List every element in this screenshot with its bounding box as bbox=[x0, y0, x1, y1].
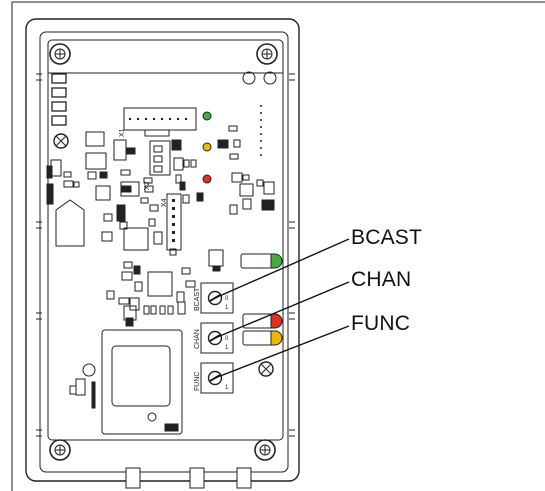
leader-line-chan bbox=[214, 281, 350, 339]
mounting-screw-icon bbox=[254, 439, 276, 461]
connector-x4 bbox=[166, 193, 182, 251]
silkscreen-x2: X2 bbox=[144, 181, 151, 190]
connector-x2 bbox=[149, 140, 171, 176]
indicator-led-yellow bbox=[242, 330, 283, 346]
indicator-led-green bbox=[240, 253, 283, 269]
silkscreen-x1: X1 bbox=[119, 128, 126, 137]
silkscreen-func: FUNC bbox=[194, 372, 201, 391]
switch-position-0: 0 bbox=[225, 336, 229, 342]
callout-label-bcast: BCAST bbox=[351, 226, 423, 249]
image-frame bbox=[11, 1, 545, 491]
mounting-screw-icon bbox=[49, 43, 71, 65]
relay-component bbox=[55, 199, 85, 247]
mounting-screw-icon bbox=[258, 361, 274, 377]
switch-position-0: 0 bbox=[225, 296, 229, 302]
mounting-screw-icon bbox=[53, 133, 69, 149]
silkscreen-bcast: BCAST bbox=[194, 287, 201, 311]
switch-position-1: 1 bbox=[225, 385, 229, 391]
enclosure bbox=[25, 18, 300, 489]
pin-row bbox=[260, 105, 262, 156]
mounting-screw-icon bbox=[49, 439, 71, 461]
status-led-green bbox=[202, 111, 212, 121]
side-clips bbox=[36, 73, 295, 437]
leader-line-func bbox=[214, 325, 350, 379]
circuit-board bbox=[47, 39, 284, 441]
callout-label-chan: CHAN bbox=[351, 268, 412, 291]
silkscreen-chan: CHAN bbox=[194, 329, 201, 349]
status-led-red bbox=[202, 174, 212, 184]
mounting-screw-icon bbox=[256, 43, 278, 65]
leader-line-bcast bbox=[214, 238, 350, 299]
switch-position-1: 1 bbox=[225, 345, 229, 351]
indicator-led-red bbox=[242, 313, 283, 329]
transformer-block bbox=[101, 329, 183, 435]
switch-position-1: 1 bbox=[225, 305, 229, 311]
callout-label-func: FUNC bbox=[351, 312, 411, 335]
board-holes bbox=[82, 71, 277, 422]
silkscreen-x4: X4 bbox=[161, 198, 168, 207]
callout-leaders bbox=[214, 238, 350, 379]
status-led-yellow bbox=[202, 142, 212, 152]
edge-connector bbox=[51, 73, 67, 126]
header-x1 bbox=[123, 107, 197, 137]
smd-components bbox=[46, 125, 275, 432]
